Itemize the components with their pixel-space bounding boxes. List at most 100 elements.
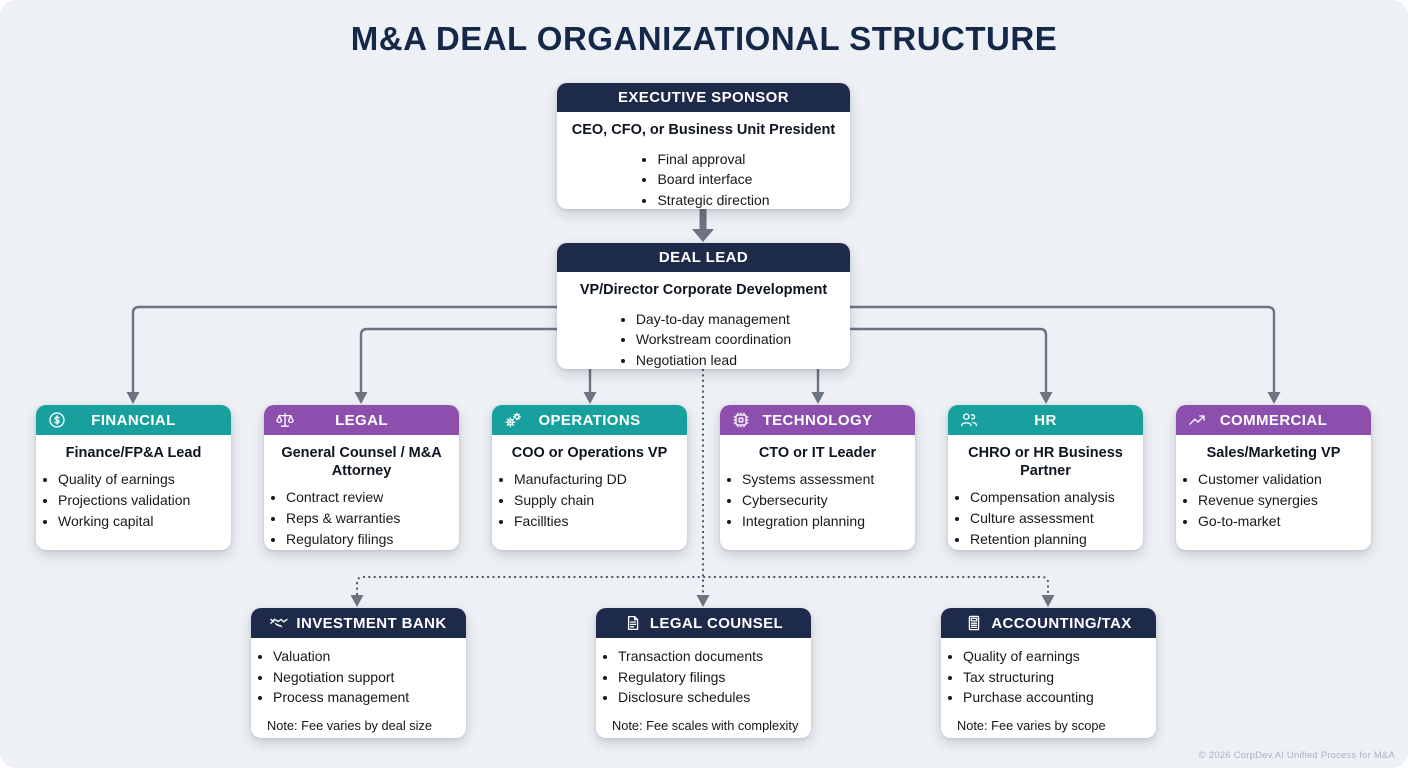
accounting-tax-note: Note: Fee varies by scope bbox=[957, 717, 1106, 733]
legal-box: LEGAL General Counsel / M&A Attorney Con… bbox=[264, 405, 459, 550]
bullet-item: Tax structuring bbox=[963, 668, 1156, 686]
bullet-item: Revenue synergies bbox=[1198, 491, 1371, 509]
investment-bank-bullets: Valuation Negotiation support Process ma… bbox=[253, 647, 466, 707]
deal-lead-box: DEAL LEAD VP/Director Corporate Developm… bbox=[557, 243, 850, 369]
financial-header: FINANCIAL bbox=[36, 405, 231, 435]
bullet-item: Reps & warranties bbox=[286, 509, 459, 527]
legal-title: LEGAL bbox=[335, 411, 388, 429]
legal-counsel-box: LEGAL COUNSEL Transaction documents Regu… bbox=[596, 608, 811, 738]
technology-box: TECHNOLOGY CTO or IT Leader Systems asse… bbox=[720, 405, 915, 550]
bullet-item: Manufacturing DD bbox=[514, 470, 687, 488]
technology-title: TECHNOLOGY bbox=[762, 411, 873, 429]
commercial-bullets: Customer validation Revenue synergies Go… bbox=[1178, 470, 1371, 530]
bullet-item: Integration planning bbox=[742, 512, 915, 530]
hr-header: HR bbox=[948, 405, 1143, 435]
bullet-item: Purchase accounting bbox=[963, 688, 1156, 706]
bullet-item: Board interface bbox=[657, 170, 769, 188]
chip-icon bbox=[732, 411, 750, 429]
financial-role: Finance/FP&A Lead bbox=[65, 445, 202, 461]
bullet-item: Regulatory filings bbox=[618, 668, 811, 686]
operations-title: OPERATIONS bbox=[538, 411, 641, 429]
legal-bullets: Contract review Reps & warranties Regula… bbox=[266, 488, 459, 548]
page-title: M&A DEAL ORGANIZATIONAL STRUCTURE bbox=[350, 20, 1058, 57]
investment-bank-header: INVESTMENT BANK bbox=[251, 608, 466, 638]
bullet-item: Valuation bbox=[273, 647, 466, 665]
hr-box: HR CHRO or HR Business Partner Compensat… bbox=[948, 405, 1143, 550]
accounting-tax-bullets: Quality of earnings Tax structuring Purc… bbox=[943, 647, 1156, 707]
investment-bank-note: Note: Fee varies by deal size bbox=[267, 717, 433, 733]
bullet-item: Strategic direction bbox=[657, 191, 769, 209]
executive-sponsor-title: EXECUTIVE SPONSOR bbox=[617, 89, 789, 106]
bullet-item: Facillties bbox=[514, 512, 687, 530]
legal-counsel-bullets: Transaction documents Regulatory filings… bbox=[598, 647, 811, 707]
copyright-text: © 2026 CorpDev.AI Unified Process for M&… bbox=[1198, 750, 1395, 761]
bullet-item: Go-to-market bbox=[1198, 512, 1371, 530]
bullet-item: Culture assessment bbox=[970, 509, 1143, 527]
commercial-box: COMMERCIAL Sales/Marketing VP Customer v… bbox=[1176, 405, 1371, 550]
legal-counsel-note: Note: Fee scales with complexity bbox=[612, 717, 799, 733]
bullet-item: Working capital bbox=[58, 512, 231, 530]
bullet-item: Quality of earnings bbox=[963, 647, 1156, 665]
executive-sponsor-bullets: Final approval Board interface Strategic… bbox=[637, 147, 769, 212]
deal-lead-role: VP/Director Corporate Development bbox=[579, 282, 828, 298]
bullet-item: Projections validation bbox=[58, 491, 231, 509]
bullet-item: Workstream coordination bbox=[636, 330, 791, 348]
commercial-header: COMMERCIAL bbox=[1176, 405, 1371, 435]
investment-bank-title: INVESTMENT BANK bbox=[296, 614, 447, 632]
trend-up-icon bbox=[1188, 411, 1206, 429]
bullet-item: Cybersecurity bbox=[742, 491, 915, 509]
legal-counsel-header: LEGAL COUNSEL bbox=[596, 608, 811, 638]
operations-role: COO or Operations VP bbox=[511, 445, 668, 461]
legal-counsel-title: LEGAL COUNSEL bbox=[649, 614, 784, 632]
technology-header: TECHNOLOGY bbox=[720, 405, 915, 435]
operations-header: OPERATIONS bbox=[492, 405, 687, 435]
bullet-item: Compensation analysis bbox=[970, 488, 1143, 506]
accounting-tax-title: ACCOUNTING/TAX bbox=[991, 614, 1132, 632]
executive-sponsor-role: CEO, CFO, or Business Unit President bbox=[571, 122, 836, 138]
deal-lead-bullets: Day-to-day management Workstream coordin… bbox=[616, 307, 791, 372]
dollar-circle-icon bbox=[48, 411, 66, 429]
hr-bullets: Compensation analysis Culture assessment… bbox=[950, 488, 1143, 548]
legal-role: General Counsel / M&A Attorney bbox=[281, 445, 442, 480]
executive-sponsor-header: EXECUTIVE SPONSOR bbox=[557, 83, 850, 112]
financial-bullets: Quality of earnings Projections validati… bbox=[38, 470, 231, 530]
investment-bank-box: INVESTMENT BANK Valuation Negotiation su… bbox=[251, 608, 466, 738]
bullet-item: Day-to-day management bbox=[636, 310, 791, 328]
gears-icon bbox=[504, 411, 522, 429]
bullet-item: Systems assessment bbox=[742, 470, 915, 488]
hr-role: CHRO or HR Business Partner bbox=[968, 445, 1123, 480]
deal-lead-header: DEAL LEAD bbox=[557, 243, 850, 272]
deal-lead-title: DEAL LEAD bbox=[658, 249, 749, 266]
technology-bullets: Systems assessment Cybersecurity Integra… bbox=[722, 470, 915, 530]
financial-box: FINANCIAL Finance/FP&A Lead Quality of e… bbox=[36, 405, 231, 550]
bullet-item: Supply chain bbox=[514, 491, 687, 509]
calculator-icon bbox=[965, 614, 983, 632]
accounting-tax-header: ACCOUNTING/TAX bbox=[941, 608, 1156, 638]
document-icon bbox=[624, 614, 642, 632]
people-icon bbox=[960, 411, 978, 429]
operations-box: OPERATIONS COO or Operations VP Manufact… bbox=[492, 405, 687, 550]
financial-title: FINANCIAL bbox=[91, 411, 176, 429]
bullet-item: Contract review bbox=[286, 488, 459, 506]
handshake-icon bbox=[270, 614, 289, 632]
bullet-item: Regulatory filings bbox=[286, 530, 459, 548]
bullet-item: Retention planning bbox=[970, 530, 1143, 548]
operations-bullets: Manufacturing DD Supply chain Facillties bbox=[494, 470, 687, 530]
bullet-item: Final approval bbox=[657, 150, 769, 168]
bullet-item: Negotiation lead bbox=[636, 351, 791, 369]
executive-sponsor-box: EXECUTIVE SPONSOR CEO, CFO, or Business … bbox=[557, 83, 850, 209]
hr-title: HR bbox=[1034, 411, 1057, 429]
bullet-item: Quality of earnings bbox=[58, 470, 231, 488]
accounting-tax-box: ACCOUNTING/TAX Quality of earnings Tax s… bbox=[941, 608, 1156, 738]
legal-header: LEGAL bbox=[264, 405, 459, 435]
commercial-role: Sales/Marketing VP bbox=[1206, 445, 1341, 461]
bullet-item: Customer validation bbox=[1198, 470, 1371, 488]
bullet-item: Negotiation support bbox=[273, 668, 466, 686]
bullet-item: Process management bbox=[273, 688, 466, 706]
commercial-title: COMMERCIAL bbox=[1219, 411, 1328, 429]
scales-icon bbox=[276, 411, 294, 429]
technology-role: CTO or IT Leader bbox=[758, 445, 877, 461]
bullet-item: Disclosure schedules bbox=[618, 688, 811, 706]
bullet-item: Transaction documents bbox=[618, 647, 811, 665]
